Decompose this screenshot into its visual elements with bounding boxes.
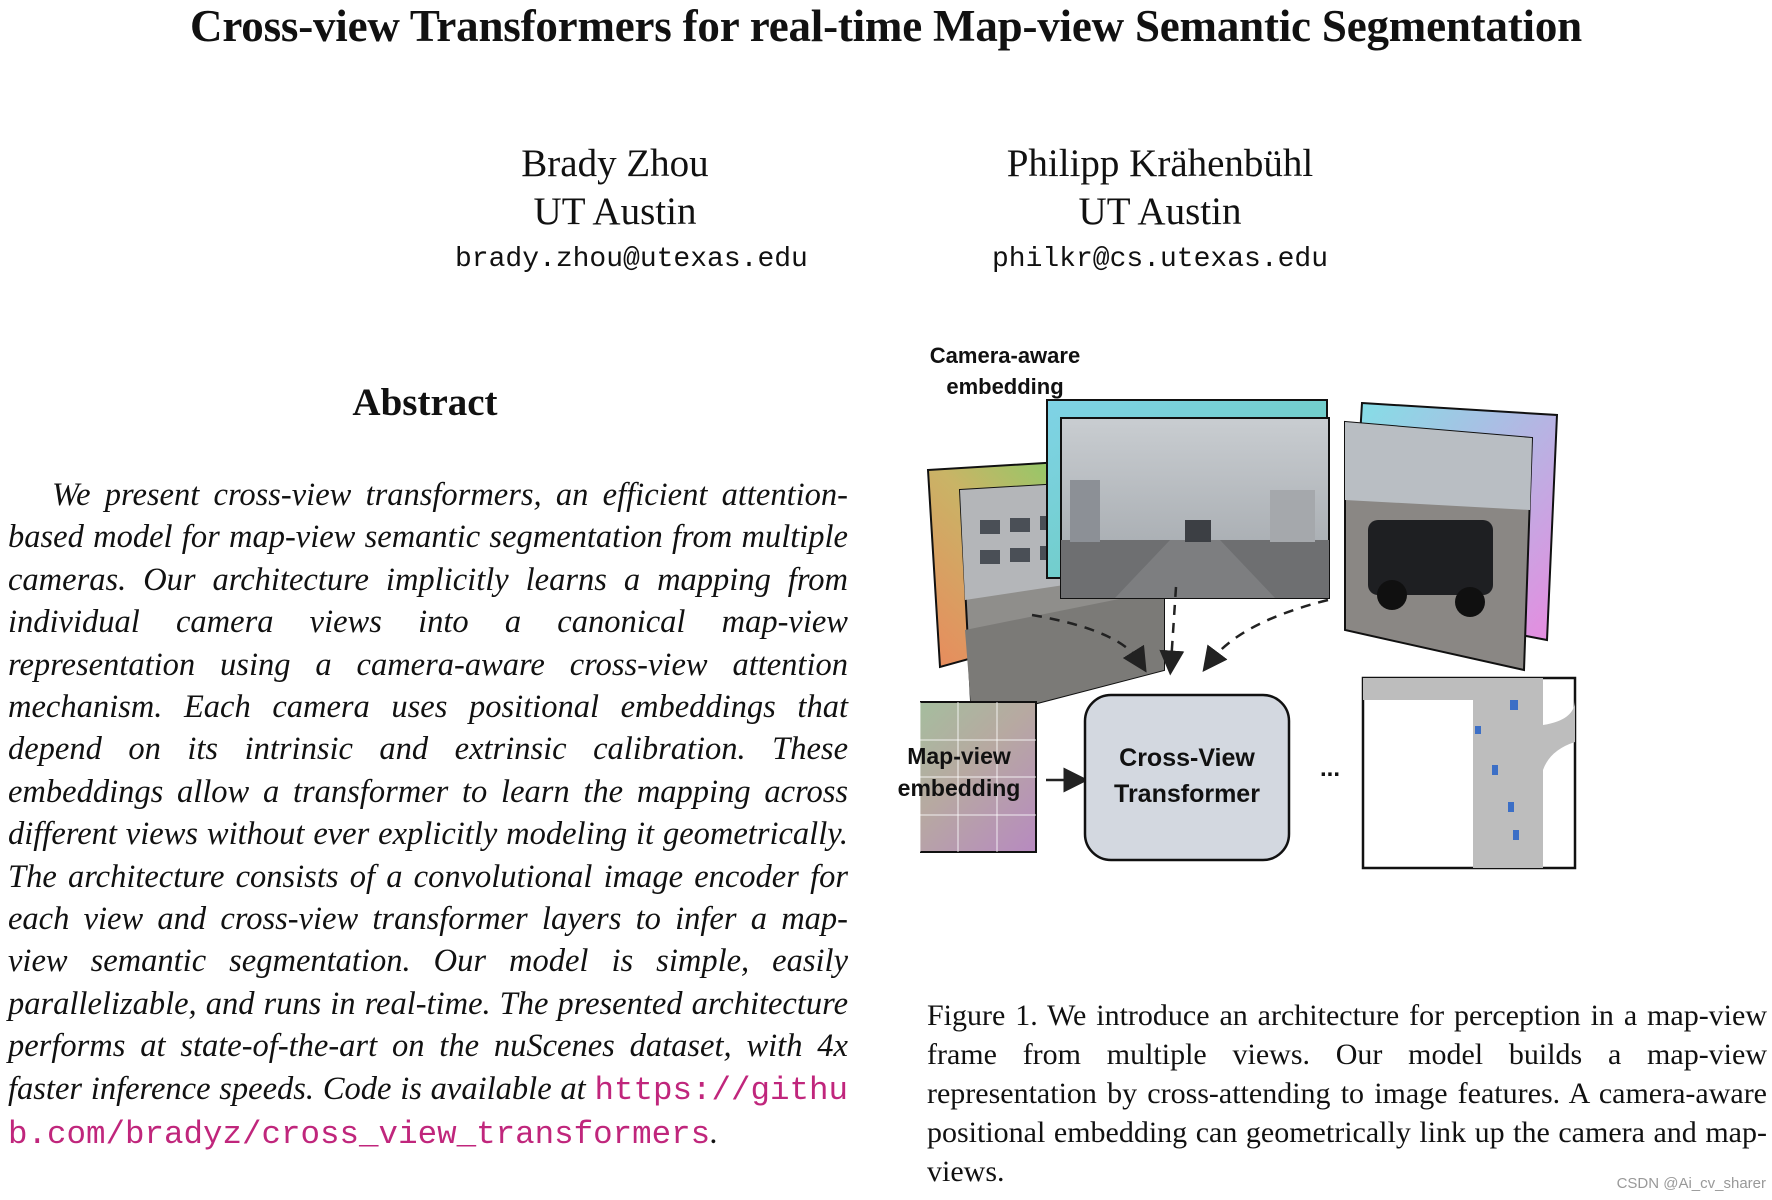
camera-label-line-1: Camera-aware	[929, 343, 1081, 368]
attention-arrows	[1031, 586, 1329, 676]
author-affiliation: UT Austin	[1078, 190, 1242, 233]
watermark: CSDN @Ai_cv_sharer	[1616, 1175, 1766, 1192]
author-affiliation: UT Austin	[533, 190, 697, 233]
ellipsis-label: ...	[1319, 755, 1340, 782]
abstract-end: .	[710, 1115, 719, 1152]
author-name: Philipp Krähenbühl	[1006, 142, 1314, 185]
author-block-2: Philipp Krähenbühl UT Austin philkr@cs.u…	[950, 140, 1370, 280]
author-email[interactable]: philkr@cs.utexas.edu	[991, 244, 1329, 275]
transformer-box	[1083, 693, 1291, 862]
abstract-body: We present cross-view transformers, an e…	[8, 474, 848, 1157]
map-embedding-label: Map-view embedding	[882, 740, 1036, 804]
figure-caption: Figure 1. We introduce an architecture f…	[927, 999, 1767, 1188]
abstract-text: We present cross-view transformers, an e…	[8, 477, 848, 1107]
camera-right	[1344, 401, 1559, 672]
transformer-label: Cross-View Transformer	[1085, 740, 1289, 812]
camera-label-line-2: embedding	[946, 374, 1064, 399]
transformer-label-line-2: Transformer	[1114, 780, 1260, 808]
code-link[interactable]: https://github.com/bradyz/cross_view_tra…	[8, 1071, 848, 1154]
map-label-line-2: embedding	[897, 775, 1021, 801]
author-email[interactable]: brady.zhou@utexas.edu	[455, 244, 808, 275]
abstract-heading: Abstract	[352, 381, 498, 424]
figure-1: Camera-aware embedding Map-view embeddin…	[881, 343, 1765, 970]
transformer-label-line-1: Cross-View	[1119, 744, 1255, 772]
paper-title: Cross-view Transformers for real-time Ma…	[190, 1, 1582, 51]
camera-embedding-label: Camera-aware embedding	[885, 340, 1125, 402]
map-label-line-1: Map-view	[907, 743, 1011, 769]
camera-front	[1046, 399, 1330, 599]
figure-diagram	[881, 399, 1577, 870]
author-block-1: Brady Zhou UT Austin brady.zhou@utexas.e…	[455, 140, 808, 280]
author-name: Brady Zhou	[521, 142, 709, 185]
output-map	[1361, 676, 1577, 870]
